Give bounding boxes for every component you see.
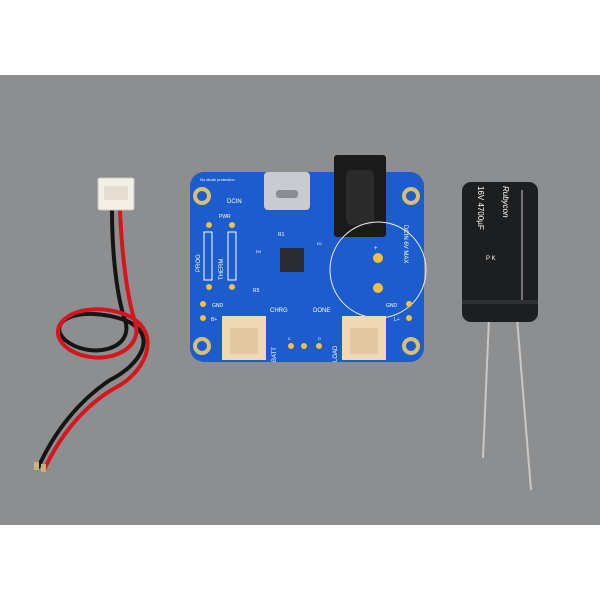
svg-text:C: C (288, 336, 291, 341)
ic-chip (280, 248, 304, 272)
svg-text:THERM: THERM (219, 259, 225, 280)
svg-text:L+: L+ (394, 317, 400, 323)
svg-text:DCIN 6V MAX: DCIN 6V MAX (402, 225, 408, 263)
svg-text:PROG: PROG (196, 254, 202, 272)
svg-text:DONE: DONE (313, 308, 330, 314)
svg-text:CHRG: CHRG (270, 308, 288, 314)
svg-text:Rubycon: Rubycon (501, 186, 510, 218)
svg-text:D1: D1 (317, 241, 323, 246)
svg-text:+: + (374, 246, 378, 252)
svg-text:GND: GND (386, 303, 398, 309)
svg-text:P K: P K (486, 256, 496, 262)
jst-wire-cable (34, 177, 150, 472)
svg-text:R1: R1 (278, 232, 285, 238)
svg-text:B+: B+ (211, 317, 217, 323)
svg-text:R4: R4 (256, 249, 262, 254)
svg-text:BATT: BATT (272, 347, 278, 362)
svg-text:D: D (318, 336, 321, 341)
svg-text:R5: R5 (253, 288, 260, 294)
svg-text:No diode protection: No diode protection (200, 177, 235, 182)
electrolytic-capacitor: 16V 4700µF Rubycon P K (462, 182, 538, 491)
svg-text:16V 4700µF: 16V 4700µF (476, 186, 485, 230)
svg-text:PWR: PWR (219, 214, 231, 220)
svg-text:LOAD: LOAD (333, 345, 339, 362)
svg-text:GND: GND (212, 303, 224, 309)
svg-text:DCIN: DCIN (227, 199, 242, 205)
charger-board: No diode protection DCIN PWR PROG THERM … (190, 155, 427, 362)
